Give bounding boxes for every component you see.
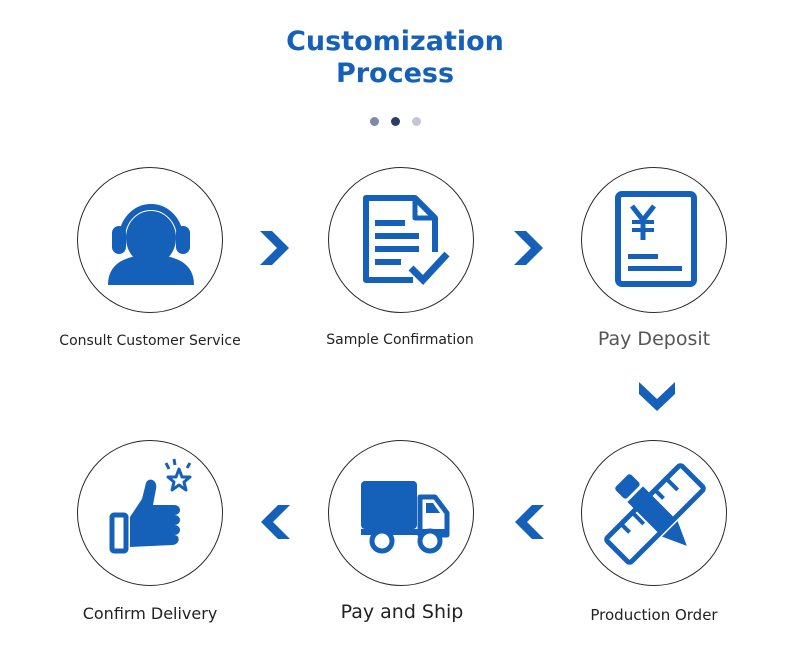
title-line-1: Customization xyxy=(286,26,504,57)
step-label-ship: Pay and Ship xyxy=(340,601,464,623)
step-label-consult: Consult Customer Service xyxy=(59,333,241,349)
step-delivery-circle xyxy=(77,440,223,586)
document-check-icon xyxy=(363,195,450,288)
carousel-dots[interactable] xyxy=(369,117,423,129)
title-line-2: Process xyxy=(335,58,455,89)
step-production-circle xyxy=(581,440,727,586)
delivery-truck-icon xyxy=(361,481,450,554)
arrow-right-icon-1 xyxy=(260,231,289,265)
carousel-dot-1[interactable] xyxy=(370,117,379,126)
arrow-left-icon-2 xyxy=(261,505,290,539)
step-label-deposit: Pay Deposit xyxy=(597,328,711,350)
step-label-production: Production Order xyxy=(590,606,718,624)
step-ship-circle xyxy=(328,440,474,586)
pencil-ruler-icon xyxy=(604,463,706,565)
carousel-dot-3[interactable] xyxy=(412,117,421,126)
headset-agent-icon xyxy=(108,204,194,285)
yen-invoice-icon xyxy=(615,191,697,287)
step-label-sample: Sample Confirmation xyxy=(326,332,474,348)
carousel-dot-2[interactable] xyxy=(391,117,400,126)
step-sample-circle xyxy=(328,167,474,313)
arrow-right-icon-2 xyxy=(514,231,543,265)
arrow-left-icon-1 xyxy=(515,505,544,539)
step-label-delivery: Confirm Delivery xyxy=(82,604,218,623)
arrow-down-icon xyxy=(639,382,675,411)
thumbs-up-icon xyxy=(109,458,192,554)
page-title: Customization Process xyxy=(0,26,790,90)
step-consult-circle xyxy=(77,167,223,313)
step-deposit-circle xyxy=(581,167,727,313)
